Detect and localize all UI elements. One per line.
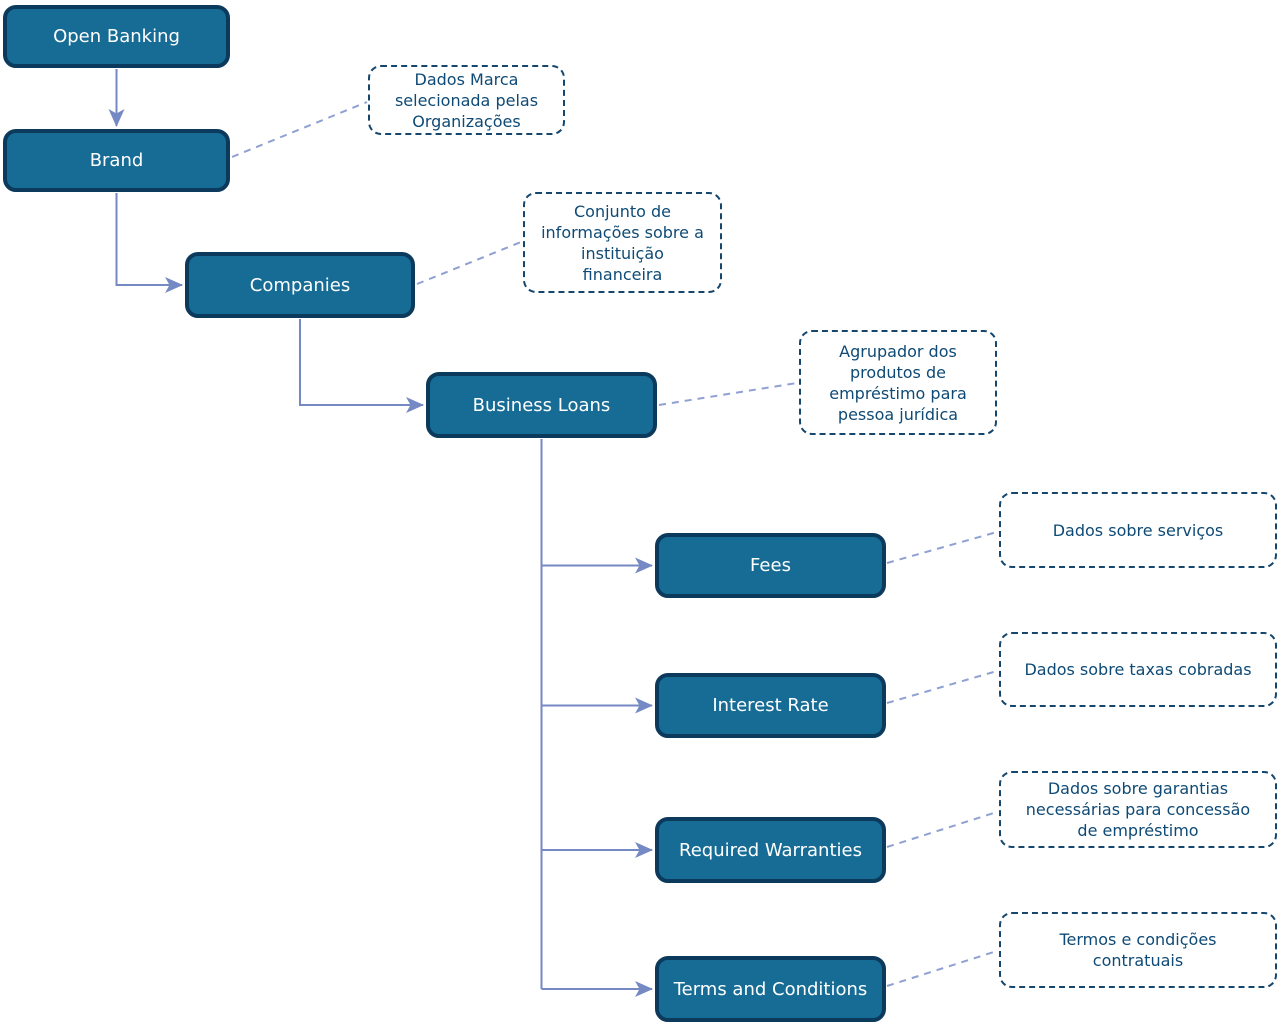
node-terms-and-conditions[interactable]: Terms and Conditions: [655, 956, 886, 1022]
note-companies[interactable]: Conjunto de informações sobre a institui…: [523, 192, 722, 293]
note-edge-terms-and-conditions: [886, 950, 998, 987]
note-fees[interactable]: Dados sobre serviços: [999, 492, 1277, 568]
note-terms-and-conditions[interactable]: Termos e condições contratuais: [999, 912, 1277, 988]
note-edge-interest-rate: [886, 670, 998, 704]
edge-companies-to-business-loans: [299, 319, 424, 413]
note-interest-rate[interactable]: Dados sobre taxas cobradas: [999, 632, 1277, 707]
node-label: Business Loans: [472, 394, 611, 416]
node-label: Fees: [750, 555, 791, 576]
note-edge-companies: [416, 241, 522, 285]
node-label: Required Warranties: [679, 839, 862, 861]
note-text: Agrupador dos produtos de empréstimo par…: [829, 341, 967, 424]
node-fees[interactable]: Fees: [655, 533, 886, 598]
note-edge-business-loans: [658, 382, 798, 406]
note-text: Dados sobre taxas cobradas: [1024, 660, 1252, 679]
node-label: Companies: [249, 274, 351, 296]
node-open-banking[interactable]: Open Banking: [3, 5, 230, 68]
edge-brand-to-companies: [115, 193, 183, 293]
node-label: Brand: [89, 150, 144, 171]
note-edge-brand: [231, 101, 368, 158]
node-business-loans[interactable]: Business Loans: [426, 372, 657, 438]
note-text: Termos e condições contratuais: [1059, 930, 1217, 970]
note-edge-fees: [886, 531, 998, 564]
note-text: Dados sobre serviços: [1052, 520, 1224, 540]
node-companies[interactable]: Companies: [185, 252, 415, 318]
node-interest-rate[interactable]: Interest Rate: [655, 673, 886, 738]
note-text: Conjunto de informações sobre a institui…: [541, 201, 704, 284]
node-label: Open Banking: [53, 26, 180, 47]
node-brand[interactable]: Brand: [3, 129, 230, 192]
note-required-warranties[interactable]: Dados sobre garantias necessárias para c…: [999, 771, 1277, 848]
note-edge-required-warranties: [886, 811, 998, 848]
node-required-warranties[interactable]: Required Warranties: [655, 817, 886, 883]
node-label: Interest Rate: [712, 695, 829, 716]
note-text: Dados Marca selecionada pelas Organizaçõ…: [394, 69, 539, 131]
note-text: Dados sobre garantias necessárias para c…: [1025, 779, 1251, 840]
note-brand[interactable]: Dados Marca selecionada pelas Organizaçõ…: [368, 65, 565, 135]
node-label: Terms and Conditions: [673, 978, 868, 1000]
note-business-loans[interactable]: Agrupador dos produtos de empréstimo par…: [799, 330, 997, 435]
